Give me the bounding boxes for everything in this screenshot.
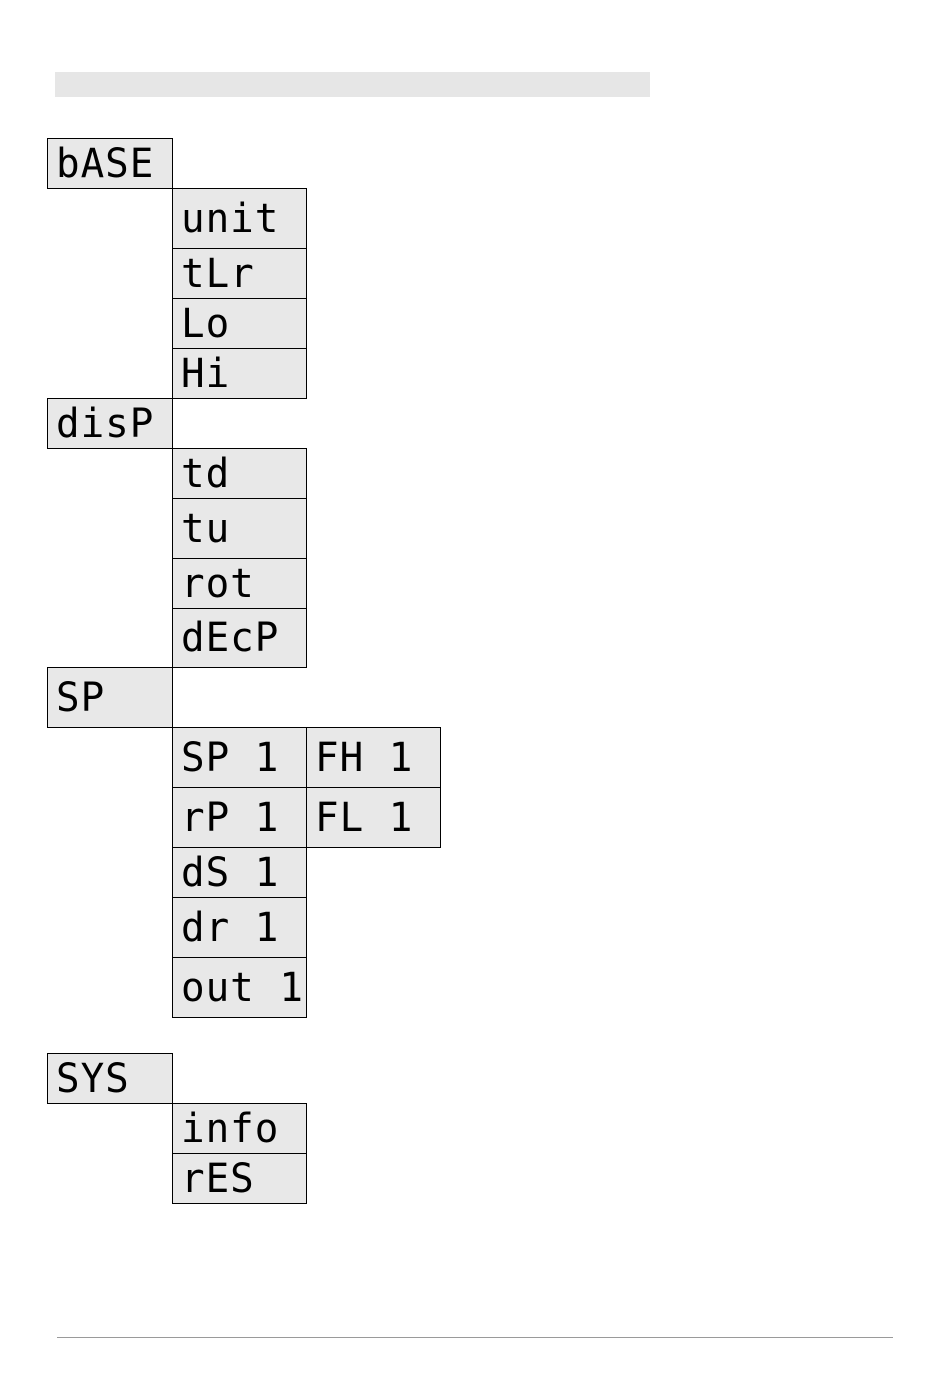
menu-item-label: dr 1 bbox=[181, 908, 279, 948]
menu-item-label: info bbox=[181, 1109, 279, 1149]
menu-item-label: rP 1 bbox=[181, 798, 279, 838]
header-bar bbox=[55, 72, 650, 97]
menu-item-dr1[interactable]: dr 1 bbox=[172, 897, 307, 958]
menu-item-sp1[interactable]: SP 1 bbox=[172, 727, 307, 788]
menu-item-label: rES bbox=[181, 1159, 255, 1199]
menu-item-rp1[interactable]: rP 1 bbox=[172, 787, 307, 848]
menu-item-label: dEcP bbox=[181, 618, 279, 658]
menu-group-sp[interactable]: SP bbox=[47, 667, 173, 728]
menu-item-ds1[interactable]: dS 1 bbox=[172, 847, 307, 898]
menu-item-td[interactable]: td bbox=[172, 448, 307, 499]
menu-item-label: tu bbox=[181, 509, 230, 549]
menu-item-label: unit bbox=[181, 199, 279, 239]
menu-subitem-label: FH 1 bbox=[315, 738, 413, 778]
menu-item-decp[interactable]: dEcP bbox=[172, 608, 307, 668]
menu-group-disp-label: disP bbox=[56, 404, 154, 444]
menu-item-label: tLr bbox=[181, 254, 255, 294]
menu-item-label: SP 1 bbox=[181, 738, 279, 778]
menu-group-sp-label: SP bbox=[56, 678, 105, 718]
menu-item-info[interactable]: info bbox=[172, 1103, 307, 1154]
menu-item-lo[interactable]: Lo bbox=[172, 298, 307, 349]
menu-item-unit[interactable]: unit bbox=[172, 188, 307, 249]
menu-item-label: Hi bbox=[181, 354, 230, 394]
menu-item-tu[interactable]: tu bbox=[172, 498, 307, 559]
menu-item-label: rot bbox=[181, 564, 255, 604]
menu-subitem-fh1[interactable]: FH 1 bbox=[306, 727, 441, 788]
menu-item-label: dS 1 bbox=[181, 853, 279, 893]
menu-item-hi[interactable]: Hi bbox=[172, 348, 307, 399]
menu-item-label: Lo bbox=[181, 304, 230, 344]
menu-item-tlr[interactable]: tLr bbox=[172, 248, 307, 299]
menu-subitem-label: FL 1 bbox=[315, 798, 413, 838]
menu-group-sys-label: SYS bbox=[56, 1059, 130, 1099]
menu-subitem-fl1[interactable]: FL 1 bbox=[306, 787, 441, 848]
menu-item-label: out 1 bbox=[181, 968, 304, 1008]
menu-group-base-label: bASE bbox=[56, 144, 154, 184]
menu-group-base[interactable]: bASE bbox=[47, 138, 173, 189]
menu-group-sys[interactable]: SYS bbox=[47, 1053, 173, 1104]
menu-item-res[interactable]: rES bbox=[172, 1153, 307, 1204]
footer-rule bbox=[57, 1337, 893, 1338]
menu-item-label: td bbox=[181, 454, 230, 494]
menu-group-disp[interactable]: disP bbox=[47, 398, 173, 449]
menu-item-out1[interactable]: out 1 bbox=[172, 957, 307, 1018]
menu-item-rot[interactable]: rot bbox=[172, 558, 307, 609]
